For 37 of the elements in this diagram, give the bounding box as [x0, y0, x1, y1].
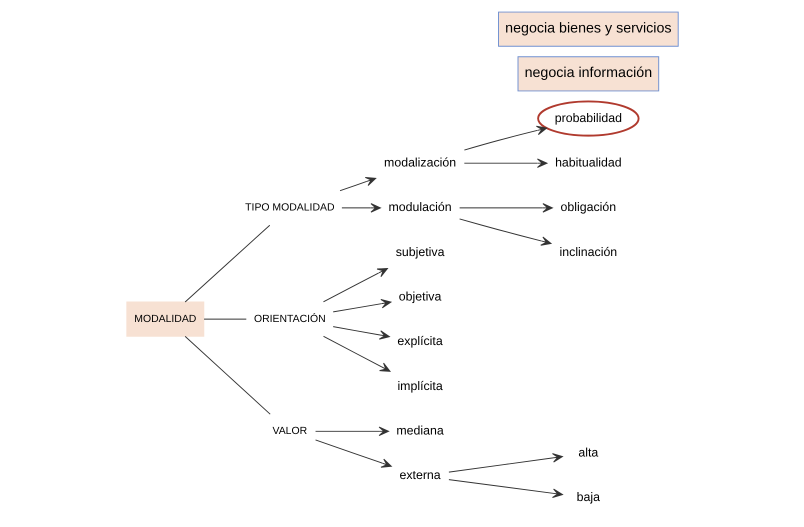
arrow — [448, 479, 562, 498]
node-text: ORIENTACIÓN — [253, 314, 326, 325]
connector — [203, 318, 246, 320]
arrow — [463, 158, 547, 168]
node-text: obligación — [560, 200, 616, 214]
arrow — [458, 218, 551, 246]
connector — [184, 336, 270, 415]
arrow — [339, 176, 376, 192]
connector — [184, 224, 270, 302]
node-text: mediana — [396, 424, 444, 438]
node-text: inclinación — [559, 244, 617, 259]
node-text: TIPO MODALIDAD — [244, 202, 334, 214]
node-text: VALOR — [272, 426, 307, 437]
node-text: externa — [398, 468, 440, 482]
arrow — [314, 426, 389, 436]
node-box: MODALIDAD — [126, 302, 204, 337]
arrow — [458, 203, 552, 213]
arrow — [332, 298, 391, 312]
node-text: implícita — [396, 378, 442, 393]
node-box: negocia información — [517, 56, 659, 92]
node-text: habitualidad — [554, 155, 622, 170]
arrow — [314, 439, 392, 468]
node-text: objetiva — [398, 289, 441, 304]
arrow — [322, 268, 388, 302]
node-text: modulación — [388, 200, 452, 214]
node-ellipse: probabilidad — [536, 100, 640, 137]
node-text: explícita — [396, 334, 442, 348]
arrow — [322, 336, 390, 372]
node-text: baja — [576, 490, 600, 504]
arrow — [340, 203, 380, 213]
node-text: alta — [578, 445, 598, 460]
node-box: negocia bienes y servicios — [498, 12, 678, 47]
node-text: modalización — [384, 155, 456, 170]
arrow — [332, 326, 390, 340]
arrow — [448, 453, 562, 473]
arrow — [463, 126, 547, 151]
node-text: subjetiva — [395, 244, 444, 259]
